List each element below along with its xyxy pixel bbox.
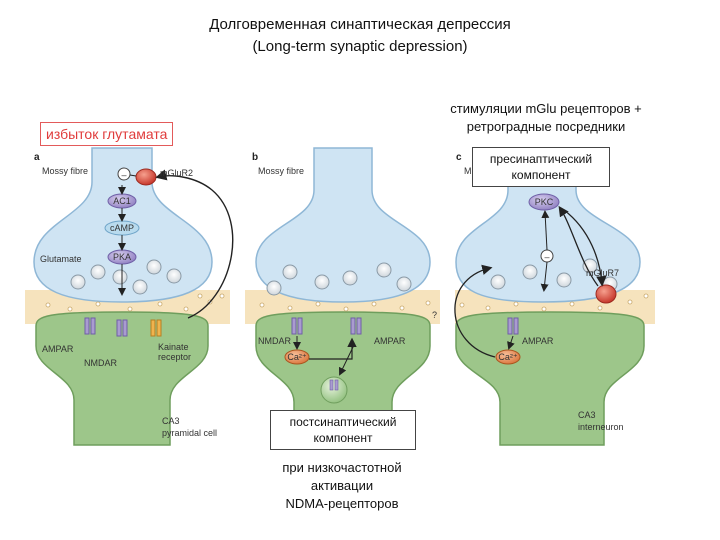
low-frequency-line-1: при низкочастотной: [282, 460, 402, 475]
pka-label: PKA: [113, 252, 131, 262]
presynaptic-component-box: пресинаптический компонент: [472, 147, 610, 187]
panel-c-ca: Ca²⁺: [498, 352, 518, 362]
retrograde-arrow: [454, 264, 496, 358]
panel-a-kainate-2: receptor: [158, 352, 191, 362]
receptors: [507, 317, 519, 335]
glutamate-dots: [459, 293, 649, 312]
glutamate-dots: [259, 300, 431, 312]
mglu-note: стимуляции mGlu рецепторов + ретроградны…: [414, 100, 678, 136]
panel-a-kainate-1: Kainate: [158, 342, 189, 352]
postsynaptic-cell: [35, 311, 209, 446]
panel-a-letter: a: [34, 152, 40, 163]
svg-text:–: –: [121, 170, 126, 180]
panel-c-cell-1: CA3: [578, 410, 596, 420]
receptors: [291, 317, 362, 335]
ac1-label: AC1: [113, 196, 131, 206]
postsynaptic-line-1: постсинаптический: [289, 415, 397, 429]
panel-c-ampar: AMPAR: [522, 336, 554, 346]
mglu-note-line-1: стимуляции mGlu рецепторов +: [450, 101, 642, 116]
svg-text:–: –: [544, 252, 549, 262]
panel-b-ca: Ca²⁺: [287, 352, 307, 362]
excess-glutamate-label: избыток глутамата: [40, 122, 174, 146]
page-title: Долговременная синаптическая депрессия (…: [0, 14, 720, 58]
panel-a: AC1 cAMP PKA – a Mossy fibre mGluR2 Glut…: [25, 147, 234, 446]
title-line-2: (Long-term synaptic depression): [252, 38, 468, 55]
feedback-arrow: [155, 169, 234, 319]
low-frequency-line-2: активации: [310, 478, 374, 493]
receptors: [84, 317, 162, 337]
panel-a-fibre: Mossy fibre: [42, 166, 88, 176]
postsynaptic-line-2: компонент: [313, 431, 373, 445]
panel-a-receptor: mGluR2: [160, 168, 193, 178]
panel-c-pkc: PKC: [535, 197, 554, 207]
low-frequency-line-3: NDMA-рецепторов: [285, 496, 399, 511]
mglur7-receptor: [595, 284, 617, 304]
postsynaptic-cell: [455, 311, 645, 446]
panel-a-glutamate: Glutamate: [40, 254, 82, 264]
panel-c-letter: c: [456, 152, 462, 163]
panel-b-letter: b: [252, 152, 258, 163]
presynaptic-line-2: компонент: [511, 168, 571, 182]
vesicles: [70, 259, 182, 295]
presynaptic-line-1: пресинаптический: [489, 152, 593, 166]
minus-sign: [117, 167, 131, 181]
vesicles: [266, 262, 412, 296]
mglu-note-line-2: ретроградные посредники: [466, 119, 626, 134]
calcium-ion: [495, 349, 521, 365]
panel-c-cell-2: interneuron: [578, 422, 624, 432]
panel-c-receptor: mGluR7: [586, 268, 619, 278]
mglur2-receptor: [135, 168, 157, 186]
panel-a-nmdar: NMDAR: [84, 358, 117, 368]
panel-a-ampar: AMPAR: [42, 344, 74, 354]
panel-a-cell-2: pyramidal cell: [162, 428, 217, 438]
panel-a-cell-1: CA3: [162, 416, 180, 426]
title-line-1: Долговременная синаптическая депрессия: [209, 16, 511, 33]
panel-b-ampar: AMPAR: [374, 336, 406, 346]
postsynaptic-component-box: постсинаптический компонент: [270, 410, 416, 450]
panel-b-fibre: Mossy fibre: [258, 166, 304, 176]
pkc-enzyme: [528, 193, 560, 211]
glutamate-dots: [45, 293, 225, 312]
panel-c: PKC – Ca²⁺ ? c M mGluR7 AMPAR CA3 intern…: [432, 147, 655, 446]
panel-b-nmdar: NMDAR: [258, 336, 291, 346]
low-frequency-note: при низкочастотной активации NDMA-рецепт…: [252, 459, 432, 513]
panel-c-question: ?: [432, 310, 437, 320]
panel-b: Ca²⁺ b Mossy fibre NMDAR AMPAR: [245, 147, 440, 446]
calcium-ion: [284, 349, 310, 365]
camp-label: cAMP: [110, 223, 134, 233]
panel-c-fibre: M: [464, 166, 472, 176]
endosome: [320, 376, 348, 404]
